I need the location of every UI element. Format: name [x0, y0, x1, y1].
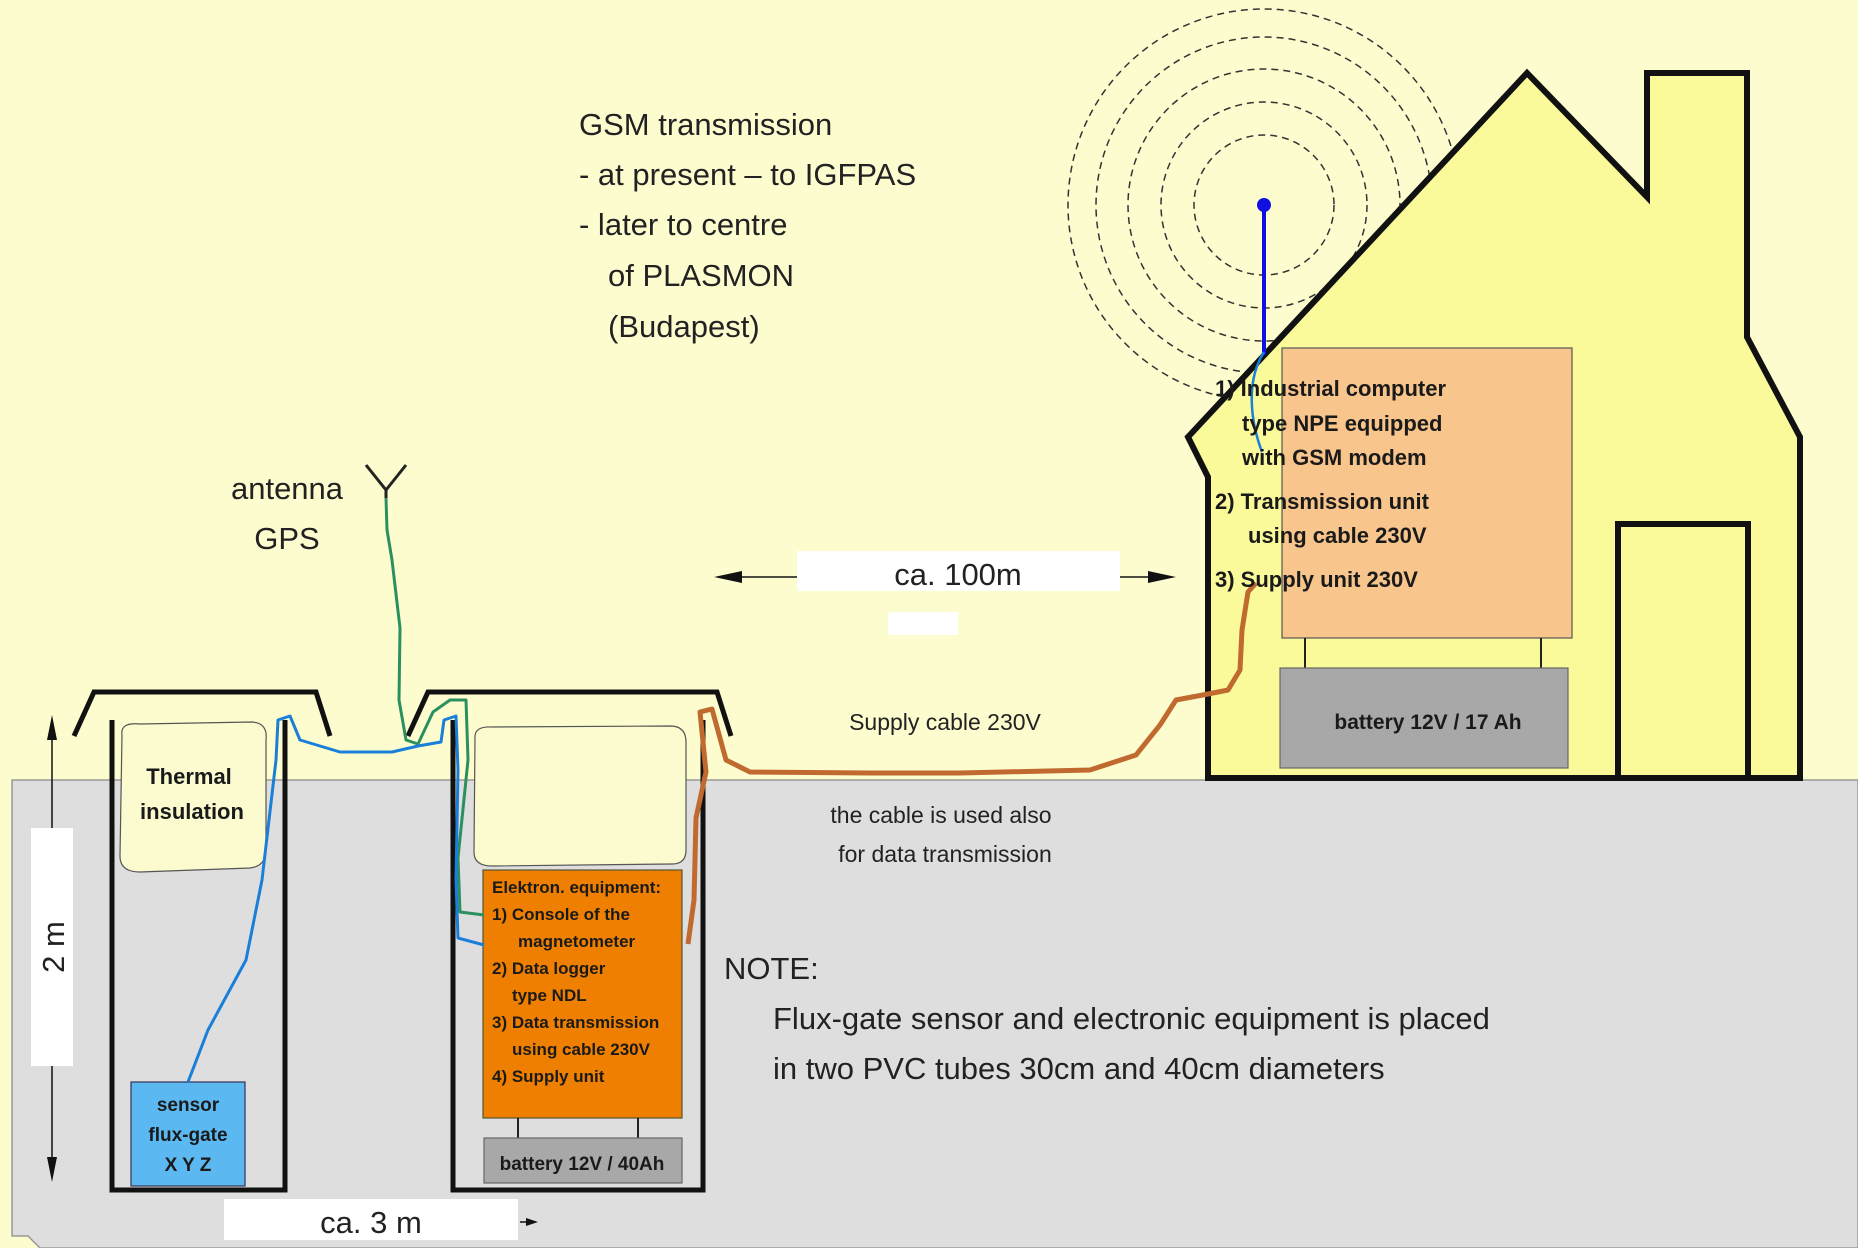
note-line-2: in two PVC tubes 30cm and 40cm diameters: [773, 1051, 1385, 1086]
ground: [11, 779, 1858, 1248]
thermal-insulation-2: [473, 725, 687, 867]
gps-label: GPS: [254, 521, 319, 556]
arrow-100m-left-head: [714, 571, 742, 583]
gsm-line-5: (Budapest): [608, 309, 760, 344]
cable-note-1: the cable is used also: [830, 802, 1051, 828]
distance-3m-label: ca. 3 m: [320, 1205, 422, 1240]
supply-cable: [685, 581, 1258, 945]
house-unit-line-5: using cable 230V: [1248, 523, 1427, 548]
house-unit-line-2: type NPE equipped: [1242, 411, 1442, 436]
depth-arrow-down: [47, 1157, 57, 1182]
tube-electronics-cap: [405, 689, 734, 738]
battery-house-box: [1279, 667, 1569, 769]
gps-antenna-icon: [364, 464, 408, 498]
house-unit-line-4: 2) Transmission unit: [1215, 489, 1430, 514]
sensor-cable: [186, 714, 485, 1083]
label-3m-bg: [224, 1199, 518, 1240]
arrow-3m-head: [526, 1218, 538, 1226]
tube-electronics: [405, 689, 734, 1193]
tube-sensor-cap: [71, 689, 333, 738]
electronics-line-1: Elektron. equipment:: [492, 878, 661, 897]
electronics-line-5: type NDL: [512, 986, 587, 1005]
house-unit-box: [1281, 347, 1573, 639]
electronics-line-8: 4) Supply unit: [492, 1067, 605, 1086]
gsm-line-2: - at present – to IGFPAS: [579, 157, 916, 192]
gsm-line-4: of PLASMON: [608, 258, 794, 293]
sensor-box: [130, 1081, 246, 1187]
distance-100m-label: ca. 100m: [894, 557, 1022, 592]
sensor-label-1: sensor: [157, 1095, 220, 1116]
house-unit-line-3: with GSM modem: [1241, 445, 1427, 470]
battery-tube-box: [483, 1137, 683, 1184]
cable-note-2: for data transmission: [838, 841, 1051, 867]
gsm-mast-tip: [1257, 198, 1271, 212]
sensor-label-2: flux-gate: [148, 1125, 227, 1146]
electronics-line-4: 2) Data logger: [492, 959, 606, 978]
electronics-line-3: magnetometer: [518, 932, 636, 951]
tube-sensor: [71, 689, 333, 1193]
house-unit-line-1: 1) Industrial computer: [1215, 376, 1446, 401]
gsm-transmission-text: GSM transmission - at present – to IGFPA…: [579, 107, 916, 344]
electronics-line-7: using cable 230V: [512, 1040, 651, 1059]
gsm-line-3: - later to centre: [579, 207, 787, 242]
electronics-line-2: 1) Console of the: [492, 905, 630, 924]
gsm-line-1: GSM transmission: [579, 107, 832, 142]
electronics-box: [482, 869, 683, 1119]
antenna-label: antenna: [231, 471, 344, 506]
depth-label-bg: [31, 828, 73, 1066]
thermal-label-2: insulation: [140, 799, 244, 824]
electronics-line-6: 3) Data transmission: [492, 1013, 659, 1032]
depth-label: 2 m: [36, 921, 71, 973]
tube-sensor-wall: [109, 720, 288, 1193]
thermal-label-1: Thermal: [146, 764, 232, 789]
house-unit-text: 1) Industrial computer type NPE equipped…: [1215, 376, 1446, 592]
note-title: NOTE:: [724, 951, 819, 986]
sensor-label-3: X Y Z: [165, 1155, 212, 1176]
thermal-insulation-1: [119, 721, 267, 873]
battery-tube-label: battery 12V / 40Ah: [500, 1154, 665, 1175]
electronics-text: Elektron. equipment: 1) Console of the m…: [492, 878, 661, 1086]
note-line-1: Flux-gate sensor and electronic equipmen…: [773, 1001, 1490, 1036]
mast-cable: [1250, 351, 1266, 453]
supply-cable-label: Supply cable 230V: [849, 709, 1041, 735]
label-100m-bg: [797, 551, 1120, 591]
house-door: [1615, 521, 1751, 781]
tube-electronics-wall: [450, 720, 706, 1193]
white-patch: [888, 612, 958, 635]
arrow-100m-right-head: [1148, 571, 1176, 583]
battery-house-label: battery 12V / 17 Ah: [1334, 711, 1521, 734]
depth-arrow-up: [47, 715, 57, 740]
gps-cable: [384, 497, 485, 917]
house-unit-line-6: 3) Supply unit 230V: [1215, 567, 1418, 592]
